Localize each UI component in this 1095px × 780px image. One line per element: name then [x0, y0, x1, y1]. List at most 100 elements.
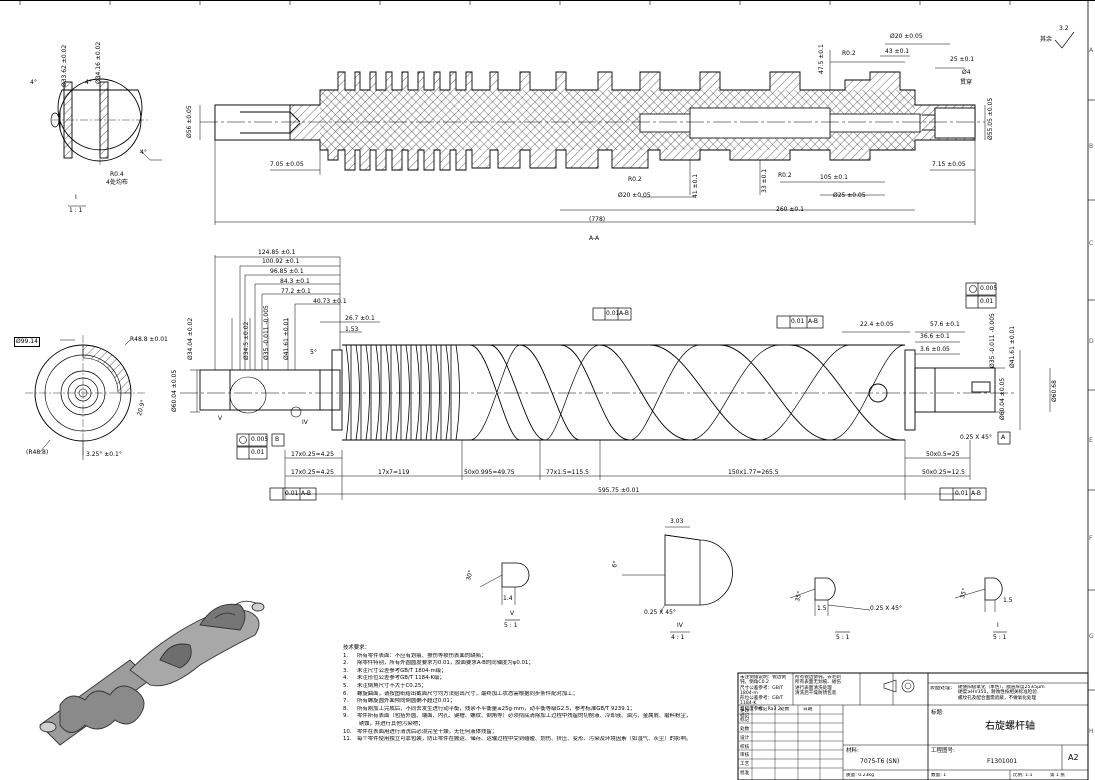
right-journal: [914, 367, 996, 413]
detail-iv-dim: 3.03: [670, 518, 684, 525]
detail-iv-chamfer: 0.25 X 45°: [644, 609, 676, 616]
zone-letter: F: [1089, 535, 1093, 542]
scale: 比例: 1:1: [1013, 773, 1033, 778]
tech-note: 6.螺旋曲面，请按图纸给出截面尺寸均方法给出尺寸，最终加工状态需根据同步条件配对…: [343, 690, 579, 697]
dim-l153: 1.53: [345, 326, 359, 333]
dim-angle-c: 4°: [140, 149, 147, 156]
dim-l105: 105 ±0.1: [820, 174, 848, 181]
tech-note: 4.未注形位公差参考GB/T 1184-K级；: [343, 675, 445, 682]
dim-d4161: Ø41.61 ±0.01: [283, 317, 290, 360]
tech-note: 3.未注尺寸公差参考GB/T 1804-m级；: [343, 667, 447, 674]
detail-views: [68, 205, 1007, 633]
view-i-circle: [50, 75, 162, 165]
right-bore: [934, 107, 976, 139]
zone-letter: B: [1089, 143, 1094, 150]
dim-l25: 25 ±0.1: [950, 56, 975, 63]
dim-angle-a: 4°: [30, 79, 37, 86]
dim-d3404: Ø34.04 ±0.02: [187, 317, 194, 360]
pitch-3: 17x7=119: [378, 469, 410, 476]
runout-bottom-left: 0.01: [285, 490, 299, 497]
dim-d345: Ø34.5 ±0.02: [243, 321, 250, 360]
dim-d5505: Ø55.05 ±0.05: [987, 97, 994, 140]
title-block-grid: [737, 672, 1089, 780]
dim-d20: Ø20 ±0.05: [618, 192, 651, 199]
tech-note: 2.除零件特别，所有外圆圆度要求为0.01，胶面要求A-B的同轴度为φ0.01；: [343, 660, 534, 667]
detail-v-scale: 5 : 1: [504, 622, 518, 629]
dim-d6004: Ø60.04 ±0.05: [171, 369, 178, 412]
technical-requirements: 技术要求： 1.所有零件表面：不应有划痕、擦伤等损伤表面的缺陷； 2.除零件特别…: [343, 645, 735, 744]
zone-letter: C: [1089, 240, 1094, 247]
pitch-8: 50x0.25=12.5: [922, 469, 965, 476]
tech-notes-title: 技术要求：: [343, 645, 370, 651]
detail-3-dim: 1.5: [817, 605, 827, 612]
dim-d6004r: Ø60.04 ±0.05: [999, 377, 1006, 420]
dim-r488-a: R48.8 ±0.01: [130, 336, 168, 343]
view-i-scale: 1 : 1: [69, 207, 83, 214]
title-block-head: 标记: [758, 707, 768, 712]
dim-chamfer: 0.25 X 45°: [960, 434, 992, 441]
part-name: 右旋螺杆轴: [985, 721, 1035, 732]
right-flange: [904, 349, 916, 431]
runout-2-ref: A-B: [808, 318, 819, 325]
circularity-left: 0.005: [251, 436, 269, 443]
dim-total: 595.75 ±0.01: [598, 487, 640, 494]
surface-treatment-label: 表面处理：: [930, 686, 956, 691]
material: 7075-T6 (SN): [860, 758, 900, 765]
isometric-screw-sketch: [39, 600, 265, 746]
dim-r488-b: (R48.8): [26, 449, 49, 456]
dim-d6068: Ø60.68: [1051, 380, 1058, 402]
zone-letter: E: [1089, 437, 1093, 444]
section-overall-length: (778): [589, 216, 606, 223]
detail-iv-label: IV: [677, 622, 683, 629]
dim-l366: 36.6 ±0.1: [920, 333, 950, 340]
dim-l715: 7.15 ±0.05: [932, 161, 966, 168]
zone-letter: D: [1089, 338, 1094, 345]
sheet-no: 第 1 张: [1050, 773, 1066, 778]
view-i-label: I: [75, 194, 77, 201]
tech-note: 8.所有刚加工完成后，不同去发生进行动平衡，残余不平衡量≤25g·mm，动平衡等…: [343, 705, 636, 712]
detail-3-chamfer: 0.25 X 45°: [870, 605, 902, 612]
tech-note: 5.未注倒角尺寸不大于C0.25；: [343, 682, 427, 689]
drawing-no: F1301001: [987, 758, 1018, 765]
dim-hole4: Ø4: [962, 69, 971, 76]
drawing-no-label: 工程图号:: [931, 748, 955, 754]
dim-d4161r: Ø41.61 ±0.01: [1009, 325, 1016, 368]
tech-note: 10.零件在表面用进行清洗后必须完全干燥，无任何液体残留；: [343, 728, 498, 735]
coarse-flights: [469, 344, 901, 441]
detail-4-label: I: [997, 622, 999, 629]
detail-v-label: V: [510, 610, 515, 617]
runout-1: 0.01: [606, 310, 620, 317]
pitch-7: 50x0.5=25: [926, 451, 960, 458]
runout-1-ref: A-B: [619, 310, 630, 317]
pitch-5: 77x1.5=115.5: [546, 469, 589, 476]
dim-d20-top: Ø20 ±0.05: [890, 33, 923, 40]
dim-r02-b: R0.2: [778, 172, 792, 179]
pitch-1: 17x0.25=4.25: [291, 451, 334, 458]
quantity: 数量: 1: [931, 773, 947, 778]
dim-l36: 3.6 ±0.05: [920, 346, 950, 353]
runout-bottom-right: 0.01: [955, 490, 969, 497]
detail-4-dim: 1.5: [1003, 597, 1013, 604]
left-bore: [214, 104, 291, 141]
dim-left-dia: Ø56 ±0.05: [186, 105, 193, 138]
mass: 质量: 0.23kg: [846, 773, 875, 778]
dim-angle-b: 4°: [85, 79, 92, 86]
label-iv: IV: [302, 419, 308, 426]
dim-l576: 57.6 ±0.1: [930, 321, 960, 328]
tech-note: 锈蚀，并进行其他污染物；: [357, 720, 424, 727]
dim-d33: 33 ±0.1: [761, 168, 768, 193]
dim-r02-top: R0.2: [842, 50, 856, 57]
runout-bottom-left-ref: A-B: [301, 490, 312, 497]
left-journal: [199, 369, 341, 411]
section-label: A-A: [589, 235, 600, 242]
datum-b: B: [275, 436, 280, 443]
fine-threads: [345, 344, 460, 441]
dim-l267: 26.7 ±0.1: [345, 315, 375, 322]
dim-d3416: Ø34.16 ±0.02: [95, 41, 102, 84]
dim-d9914: Ø99.14: [14, 337, 40, 347]
dim-ang5: 5°: [310, 349, 317, 356]
runout-bottom-right-ref: A-B: [971, 490, 982, 497]
roughness-value: 3.2: [1059, 25, 1069, 32]
zone-letter: G: [1089, 633, 1094, 640]
